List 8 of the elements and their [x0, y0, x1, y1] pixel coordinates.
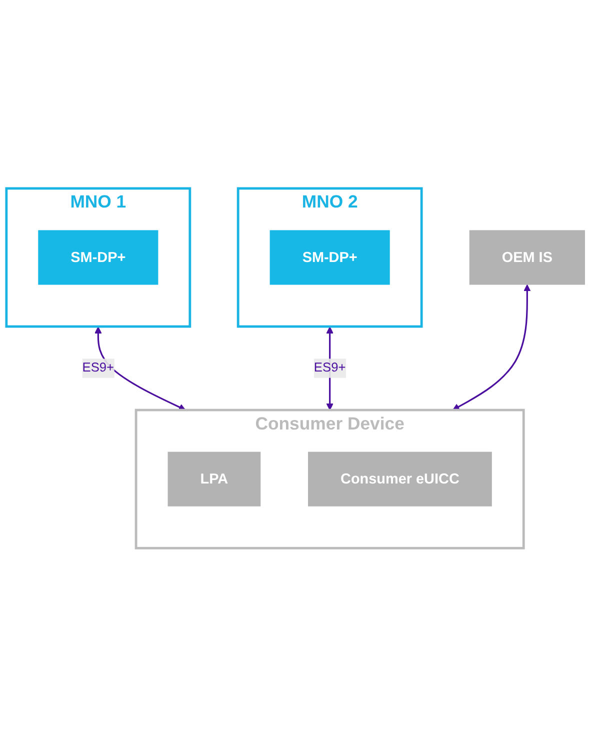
- arrow: [452, 284, 531, 411]
- node-box: OEM IS: [469, 230, 585, 285]
- edge-label: ES9+: [82, 361, 114, 375]
- edge-label: ES9+: [314, 361, 346, 375]
- node-box: Consumer eUICC: [308, 452, 492, 507]
- node-box: SM-DP+: [38, 230, 158, 285]
- node-box: SM-DP+: [270, 230, 390, 285]
- node-box: LPA: [168, 452, 261, 507]
